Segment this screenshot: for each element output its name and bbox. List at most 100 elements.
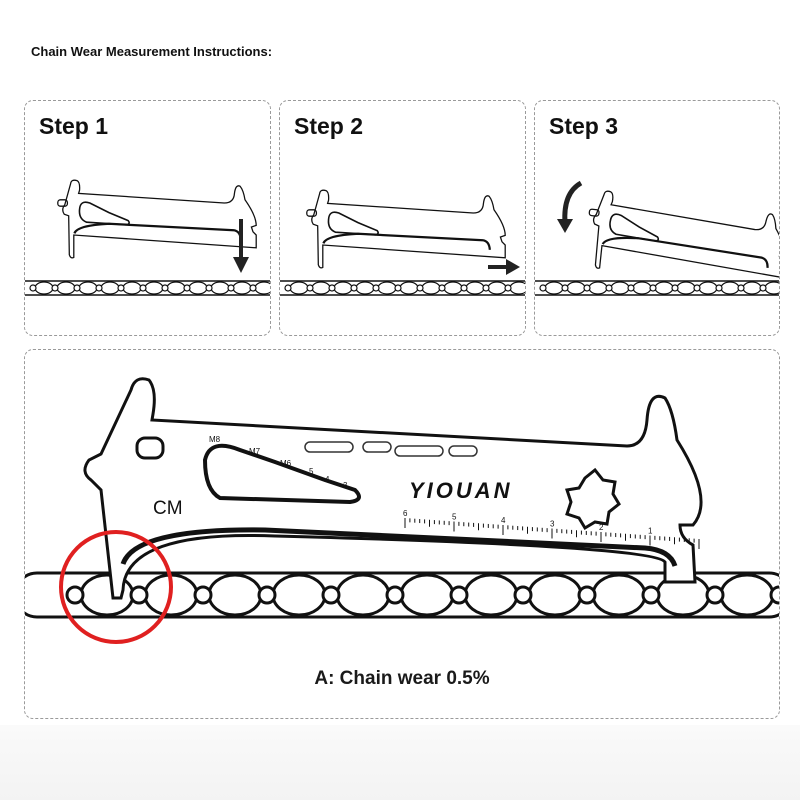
chain-roller (460, 284, 468, 292)
chain-roller (161, 284, 169, 292)
chain-link-plate (654, 281, 674, 295)
chain-link-plate (421, 281, 441, 295)
step-2-label: Step 2 (294, 113, 364, 139)
chain-roller (769, 585, 779, 605)
chain-roller (29, 284, 37, 292)
step-3-illustration (535, 180, 779, 296)
chain-roller (482, 284, 490, 292)
chain-roller (705, 585, 725, 605)
chain-checker-tool (56, 179, 258, 259)
chain-roller (759, 284, 767, 292)
chain-link-plate (698, 281, 718, 295)
chain-roller (539, 284, 547, 292)
chain-link-plate (544, 281, 564, 295)
step-1-label: Step 1 (39, 113, 109, 139)
chain-link-plate (232, 281, 252, 295)
chain-roller (693, 284, 701, 292)
chain-roller (249, 284, 257, 292)
step-3-label: Step 3 (549, 113, 619, 139)
chain-roller (715, 284, 723, 292)
chain-link-plate (566, 281, 586, 295)
chain-roller (641, 585, 661, 605)
chain-roller (671, 284, 679, 292)
chain-link-plate (207, 573, 263, 617)
chain-roller (257, 585, 277, 605)
chain-illustration (280, 280, 525, 296)
hex-size-label: M7 (249, 447, 261, 456)
detail-caption: A: Chain wear 0.5% (314, 668, 490, 689)
step-1-panel: Step 1 (24, 100, 271, 336)
chain-link-plate (399, 573, 455, 617)
chain-link-plate (509, 281, 525, 295)
hex-size-label: 5 (309, 467, 314, 476)
chain-link-plate (335, 573, 391, 617)
chain-link-plate (487, 281, 507, 295)
chain-link-plate (676, 281, 696, 295)
hex-size-label: M8 (209, 435, 221, 444)
step-1-illustration (25, 179, 270, 296)
chain-link-plate (355, 281, 375, 295)
chain-link-plate (764, 281, 779, 295)
chain-roller (583, 284, 591, 292)
hex-size-label: M6 (280, 459, 292, 468)
chain-link-plate (78, 281, 98, 295)
chain-link-plate (720, 281, 740, 295)
chain-roller (51, 284, 59, 292)
chain-roller (129, 585, 149, 605)
chain-link-plate (166, 281, 186, 295)
chain-link-plate (443, 281, 463, 295)
chain-roller (438, 284, 446, 292)
chain-link-plate (588, 281, 608, 295)
chain-link-plate (742, 281, 762, 295)
chain-link-plate (632, 281, 652, 295)
chain-link-plate (56, 281, 76, 295)
chain-roller (385, 585, 405, 605)
chain-illustration (25, 280, 270, 296)
chain-roller (321, 585, 341, 605)
chain-roller (73, 284, 81, 292)
chain-roller (394, 284, 402, 292)
chain-link-plate (377, 281, 397, 295)
ruler-tick-label: 1 (648, 527, 653, 536)
ruler-tick-label: 6 (403, 509, 408, 518)
chain-link-plate (188, 281, 208, 295)
footer-fade (0, 725, 800, 800)
chain-roller (627, 284, 635, 292)
chain-link-plate (610, 281, 630, 295)
chain-link-plate (210, 281, 230, 295)
chain-roller (95, 284, 103, 292)
arrow-rotate-icon (557, 180, 583, 233)
chain-roller (449, 585, 469, 605)
chain-roller (649, 284, 657, 292)
chain-roller (737, 284, 745, 292)
chain-link-plate (465, 281, 485, 295)
chain-roller (193, 585, 213, 605)
chain-roller (284, 284, 292, 292)
chain-link-plate (333, 281, 353, 295)
chain-link-plate (122, 281, 142, 295)
chain-illustration (535, 280, 779, 296)
chain-link-plate (719, 573, 775, 617)
ruler-tick-label: 5 (452, 513, 457, 522)
tool-brand-logo: YIOUAN (409, 478, 513, 503)
chain-checker-tool (305, 189, 507, 269)
step-2-panel: Step 2 (279, 100, 526, 336)
step-3-panel: Step 3 (534, 100, 780, 336)
chain-link-plate (34, 281, 54, 295)
tool-unit-label: CM (153, 498, 183, 519)
page-title: Chain Wear Measurement Instructions: (31, 44, 273, 59)
hex-size-label: 3 (343, 481, 348, 490)
step-2-illustration (280, 189, 525, 296)
wear-highlight-circle (59, 530, 173, 644)
chain-link-plate (254, 281, 270, 295)
chain-roller (350, 284, 358, 292)
chain-illustration (25, 571, 779, 619)
arrow-down-icon (233, 219, 249, 273)
hex-size-label: 4 (325, 475, 330, 484)
chain-link-plate (144, 281, 164, 295)
chain-link-plate (100, 281, 120, 295)
chain-roller (65, 585, 85, 605)
chain-roller (306, 284, 314, 292)
ruler-tick-label: 3 (550, 520, 555, 529)
